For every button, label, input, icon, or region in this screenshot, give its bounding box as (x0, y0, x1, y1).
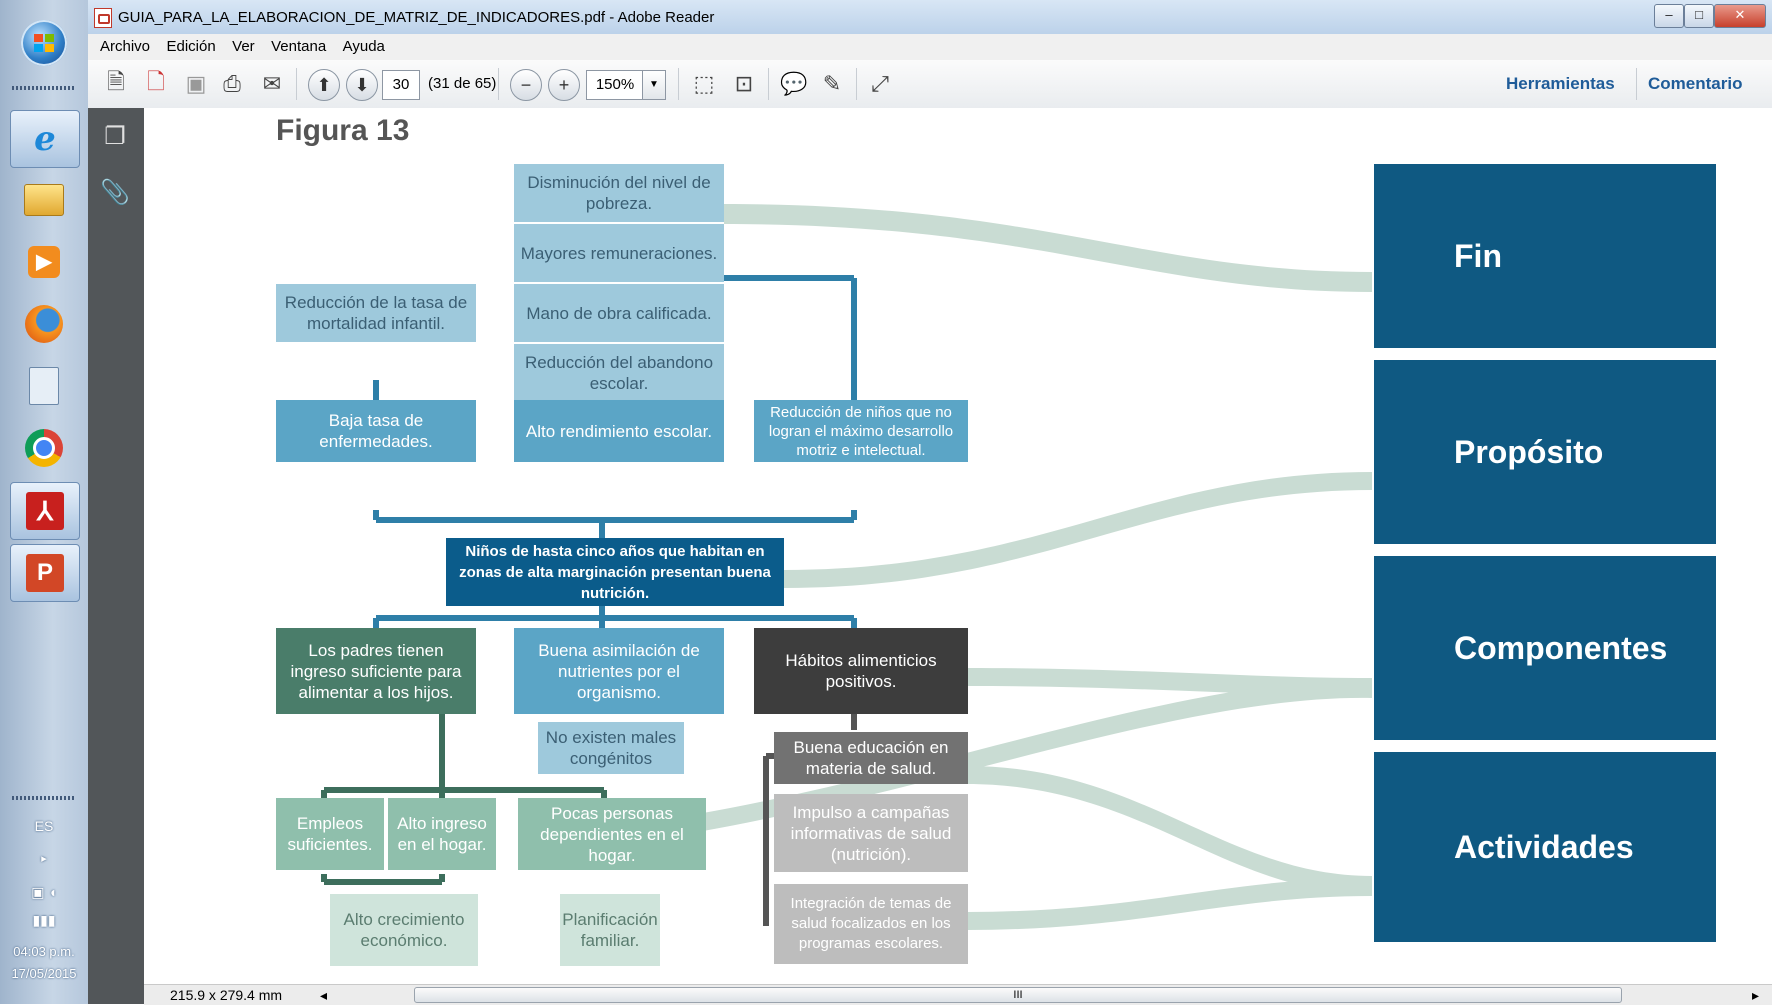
menu-archivo[interactable]: Archivo (100, 38, 151, 55)
previous-page-icon[interactable]: ⬆ (308, 69, 340, 101)
print-icon[interactable]: ⎙ (223, 71, 241, 96)
box-proposito: Niños de hasta cinco años que habitan en… (446, 538, 784, 606)
box-educacion: Buena educación en materia de salud. (774, 732, 968, 784)
document-page: Figura 13 (144, 108, 1772, 984)
menu-bar: Archivo Edición Ver Ventana Ayuda (88, 34, 1772, 60)
menu-ayuda[interactable]: Ayuda (342, 38, 385, 55)
box-campanas: Impulso a campañas informativas de salud… (774, 794, 968, 872)
attachments-icon[interactable]: 📎 (100, 179, 130, 206)
status-bar: 215.9 x 279.4 mm ◂ III ▸ (144, 984, 1772, 1005)
highlight-icon[interactable]: ✎ (822, 71, 842, 96)
internet-explorer-icon[interactable]: e (10, 110, 80, 168)
box-asimilacion: Buena asimilación de nutrientes por el o… (514, 628, 724, 714)
menu-ver[interactable]: Ver (232, 38, 255, 55)
box-dependientes: Pocas personas dependientes en el hogar. (518, 798, 706, 870)
taskbar-grip (12, 86, 76, 90)
language-indicator[interactable]: ES (34, 818, 54, 834)
calculator-icon[interactable] (10, 358, 78, 414)
page-size-label: 215.9 x 279.4 mm (170, 987, 283, 1003)
box-enfermedades: Baja tasa de enfermedades. (276, 400, 476, 462)
fit-width-icon[interactable]: ⊡ (734, 71, 754, 96)
box-mano-obra: Mano de obra calificada. (514, 284, 724, 342)
close-button[interactable]: ✕ (1714, 4, 1766, 28)
minimize-button[interactable]: – (1654, 4, 1684, 28)
level-actividades: Actividades (1374, 752, 1716, 942)
comment-icon[interactable]: 💬 (780, 71, 808, 96)
zoom-input[interactable]: 150% (586, 70, 644, 100)
export-pdf-icon[interactable]: 🗋 (147, 69, 165, 94)
create-pdf-icon[interactable]: 🗎 (107, 69, 125, 94)
scroll-left-icon[interactable]: ◂ (320, 987, 328, 1003)
box-integracion: Integración de temas de salud focalizado… (774, 884, 968, 964)
adobe-reader-icon[interactable]: ⅄ (10, 482, 80, 540)
green-connectors (321, 712, 607, 885)
menu-edicion[interactable]: Edición (166, 38, 216, 55)
save-icon[interactable]: ▣ (185, 71, 207, 96)
scroll-right-icon[interactable]: ▸ (1752, 987, 1760, 1003)
tray-grip (12, 796, 76, 800)
box-habitos: Hábitos alimenticios positivos. (754, 628, 968, 714)
page-count: (31 de 65) (428, 75, 497, 92)
page-thumbnails-icon[interactable]: ❐ (104, 123, 126, 150)
network-icon[interactable]: ▮▮▮ (32, 912, 56, 928)
pdf-document-icon (94, 8, 112, 28)
file-explorer-icon[interactable] (10, 172, 78, 228)
zoom-out-icon[interactable]: − (510, 69, 542, 101)
box-abandono: Reducción del abandono escolar. (514, 344, 724, 402)
toolbar: 🗎 🗋 ▣ ⎙ ✉ ⬆ ⬇ 30 (31 de 65) − + 150% ▼ ⬚… (88, 60, 1772, 109)
maximize-button[interactable]: □ (1684, 4, 1714, 28)
window-title: GUIA_PARA_LA_ELABORACION_DE_MATRIZ_DE_IN… (118, 9, 715, 26)
box-mortalidad: Reducción de la tasa de mortalidad infan… (276, 284, 476, 342)
full-screen-icon[interactable]: ⤢ (871, 71, 889, 96)
firefox-icon[interactable] (10, 296, 78, 352)
tray-icons: ▣ ◖ (31, 884, 57, 900)
box-rendimiento: Alto rendimiento escolar. (514, 400, 724, 462)
box-planificacion: Planificación familiar. (560, 894, 660, 966)
powerpoint-icon[interactable]: P (10, 544, 80, 602)
media-player-icon[interactable]: ▶ (10, 234, 78, 290)
level-componentes: Componentes (1374, 556, 1716, 740)
taskbar: e ▶ ⅄ P ES ▸ ▣ ◖ ▮▮▮ 04:03 p.m. 17/05/20… (0, 0, 89, 1004)
box-crecimiento: Alto crecimiento económico. (330, 894, 478, 966)
level-proposito: Propósito (1374, 360, 1716, 544)
chrome-icon[interactable] (10, 420, 78, 476)
horizontal-scrollbar-thumb[interactable]: III (414, 987, 1622, 1003)
page-number-input[interactable]: 30 (382, 70, 420, 100)
box-padres: Los padres tienen ingreso suficiente par… (276, 628, 476, 714)
box-desarrollo: Reducción de niños que no logran el máxi… (754, 400, 968, 462)
box-remuneraciones: Mayores remuneraciones. (514, 224, 724, 282)
clock-date[interactable]: 17/05/2015 (11, 966, 77, 981)
menu-ventana[interactable]: Ventana (271, 38, 327, 55)
box-ingreso-hogar: Alto ingreso en el hogar. (388, 798, 496, 870)
box-empleos: Empleos suficientes. (276, 798, 384, 870)
clock-time[interactable]: 04:03 p.m. (13, 944, 75, 959)
level-fin: Fin (1374, 164, 1716, 348)
title-bar: GUIA_PARA_LA_ELABORACION_DE_MATRIZ_DE_IN… (88, 0, 1772, 35)
zoom-in-icon[interactable]: + (548, 69, 580, 101)
next-page-icon[interactable]: ⬇ (346, 69, 378, 101)
windows-logo-icon (34, 34, 54, 52)
box-pobreza: Disminución del nivel de pobreza. (514, 164, 724, 222)
box-congenitos: No existen males congénitos (538, 722, 684, 774)
email-icon[interactable]: ✉ (262, 71, 282, 96)
tools-button[interactable]: Herramientas (1506, 74, 1615, 93)
start-button[interactable] (21, 20, 67, 66)
figure-title: Figura 13 (276, 114, 410, 147)
navigation-panel: ❐ 📎 (88, 108, 144, 1004)
zoom-dropdown-icon[interactable]: ▼ (642, 70, 666, 100)
comments-button[interactable]: Comentario (1648, 74, 1743, 93)
fit-page-icon[interactable]: ⬚ (693, 71, 715, 96)
show-hidden-icons-icon[interactable]: ▸ (41, 853, 47, 865)
